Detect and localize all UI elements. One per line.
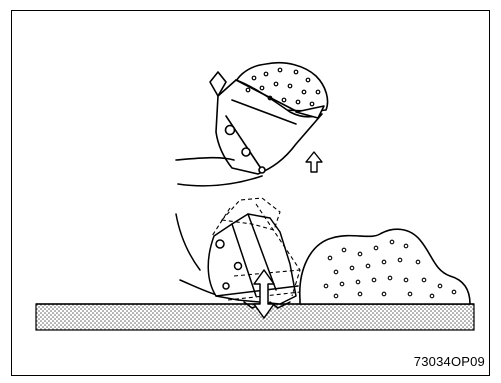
ground-strip xyxy=(36,304,474,330)
figure-code: 73034OP09 xyxy=(414,354,485,369)
up-arrow-icon xyxy=(306,152,322,172)
bucket-raised-icon xyxy=(176,63,328,186)
